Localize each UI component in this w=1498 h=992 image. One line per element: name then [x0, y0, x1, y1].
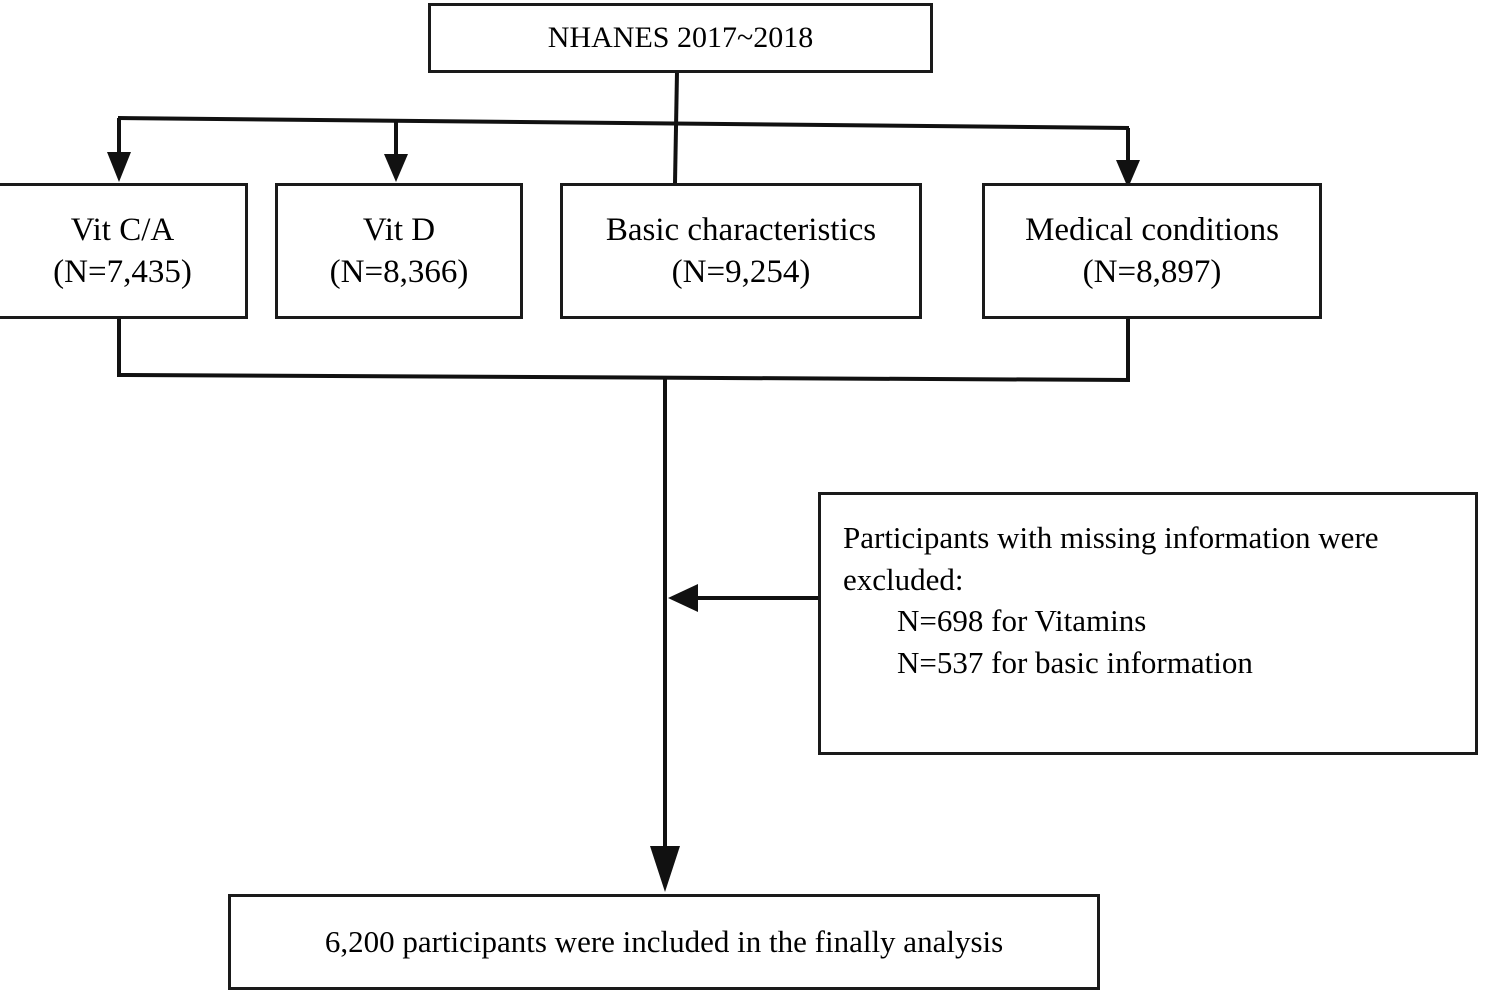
node-vit-d: Vit D (N=8,366) — [275, 183, 523, 319]
basic-characteristics-count: (N=9,254) — [671, 254, 811, 290]
arrowhead-vitd — [384, 154, 408, 182]
arrowhead-vitca — [107, 152, 131, 182]
edge-distribution-bus — [117, 116, 1130, 130]
final-analysis-label: 6,200 participants were included in the … — [324, 924, 1004, 960]
vit-d-count: (N=8,366) — [329, 254, 469, 290]
node-nhanes-root: NHANES 2017~2018 — [428, 3, 933, 73]
arrowhead-exclusion-left — [668, 584, 698, 612]
exclusion-heading-line-1: Participants with missing information we… — [843, 520, 1379, 555]
edge-merge-bus — [116, 373, 1131, 382]
root-label: NHANES 2017~2018 — [547, 20, 814, 54]
node-medical-conditions: Medical conditions (N=8,897) — [982, 183, 1322, 319]
vit-c-a-name: Vit C/A — [70, 211, 175, 248]
basic-characteristics-name: Basic characteristics — [605, 211, 877, 248]
node-exclusion-criteria: Participants with missing information we… — [818, 492, 1478, 755]
medical-conditions-name: Medical conditions — [1025, 211, 1279, 248]
exclusion-item-vitamins: N=698 for Vitamins — [897, 603, 1147, 639]
edge-root-stem — [673, 71, 679, 184]
exclusion-heading-line-2: excluded: — [843, 561, 964, 597]
node-final-analysis: 6,200 participants were included in the … — [228, 894, 1100, 990]
vit-c-a-count: (N=7,435) — [53, 254, 192, 290]
arrowhead-final — [650, 846, 680, 892]
exclusion-item-basic-information: N=537 for basic information — [897, 644, 1253, 680]
vit-d-name: Vit D — [362, 211, 436, 248]
medical-conditions-count: (N=8,897) — [1082, 254, 1222, 290]
node-vit-c-a: Vit C/A (N=7,435) — [0, 183, 248, 319]
node-basic-characteristics: Basic characteristics (N=9,254) — [560, 183, 922, 319]
